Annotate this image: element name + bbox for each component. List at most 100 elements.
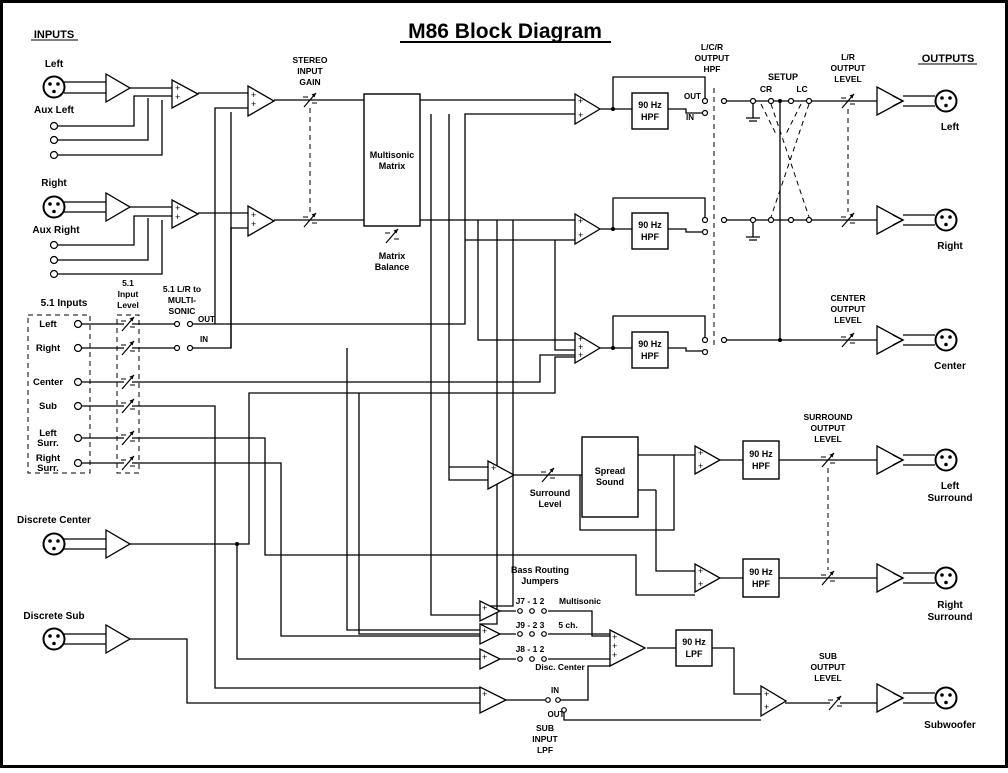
right-hpf-freq: 90 Hz: [638, 220, 662, 230]
lr-to-multisonic-label-3: SONIC: [169, 306, 196, 316]
five-one-right-surr-label-2: Surr.: [37, 463, 59, 474]
center-output-level-label-3: LEVEL: [834, 315, 861, 325]
svg-text:+: +: [698, 579, 703, 589]
five-one-sub-label: Sub: [39, 401, 57, 412]
lcr-output-hpf-label-2: OUTPUT: [695, 53, 731, 63]
svg-text:+: +: [175, 92, 180, 102]
hpf-switch-in-label: IN: [686, 113, 694, 122]
center-hpf-block: [631, 331, 669, 369]
right-surround-label-1: Right: [937, 600, 963, 611]
svg-text:+: +: [482, 626, 487, 636]
five-one-level-box: [116, 314, 140, 474]
stereo-input-gain-label-1: STEREO: [293, 55, 328, 65]
setup-label: SETUP: [768, 72, 798, 82]
diagram-title: M86 Block Diagram: [408, 20, 602, 43]
jumper-pins: [517, 608, 547, 662]
five-one-level-label-2: Input: [118, 289, 139, 299]
discrete-wiring: [64, 356, 575, 704]
j7-label: J7 - 1 2: [516, 596, 545, 606]
svg-text:+: +: [612, 650, 617, 660]
discrete-sub-jack: [42, 627, 66, 651]
lr-to-multisonic-label-1: 5.1 L/R to: [163, 284, 201, 294]
sub-lpf-label: LPF: [686, 649, 704, 659]
sub-switch-out: OUT: [548, 710, 565, 719]
right-aux-mixer-amp: [171, 198, 200, 230]
left-hpf-freq: 90 Hz: [638, 100, 662, 110]
five-one-switch-in: IN: [200, 335, 208, 344]
svg-text:+: +: [251, 90, 256, 100]
svg-text:+: +: [175, 203, 180, 213]
left-input-amp: [105, 72, 132, 104]
multisonic-matrix-block: [363, 93, 421, 227]
j8-label: J8 - 1 2: [516, 644, 545, 654]
sub-output-level-label-3: LEVEL: [814, 673, 841, 683]
svg-text:+: +: [482, 603, 487, 613]
svg-text:+: +: [482, 689, 487, 699]
discrete-sub-amp: [105, 623, 132, 655]
surround-input-amp: [487, 459, 516, 491]
center-output-jack: [934, 328, 958, 352]
spread-sound-block: [581, 436, 639, 518]
left-output-jack: [934, 89, 958, 113]
multisonic-matrix-label-1: Multisonic: [370, 150, 415, 160]
left-surround-label-1: Left: [941, 481, 960, 492]
jumper-wiring: [500, 610, 877, 721]
right-input-label: Right: [41, 178, 67, 189]
setup-lc-label: LC: [796, 84, 807, 94]
output-driver-wiring: [903, 95, 935, 704]
left-input-wiring: [58, 81, 364, 275]
discrete-center-label: Discrete Center: [17, 515, 91, 526]
five-one-switch-out: OUT: [198, 315, 215, 324]
five-one-terminals: [73, 319, 83, 468]
right-output-jack: [934, 208, 958, 232]
five-one-right-surr-label-1: Right: [36, 453, 61, 464]
matrix-balance-label-2: Balance: [375, 262, 410, 272]
discrete-sub-label: Discrete Sub: [23, 611, 84, 622]
j8-function: Disc. Center: [535, 662, 585, 672]
setup-jumper-pins: [749, 97, 813, 224]
lr-output-level-label-2: OUTPUT: [831, 63, 867, 73]
svg-text:+: +: [764, 702, 769, 712]
setup-wiring: [727, 100, 877, 341]
spread-sound-label-2: Sound: [596, 477, 624, 487]
aux-left-terminals: [49, 121, 59, 160]
five-one-left-surr-label-1: Left: [39, 428, 57, 439]
j7-function: Multisonic: [559, 596, 601, 606]
left-input-label: Left: [45, 59, 64, 70]
lcr-output-hpf-label-3: HPF: [704, 64, 721, 74]
j9-buffer-amp: [479, 622, 502, 646]
sub-output-level-pot: [827, 695, 843, 711]
center-output-level-label-2: OUTPUT: [831, 304, 867, 314]
output-drivers: [876, 85, 905, 714]
j9-label: J9 - 2 3: [516, 620, 545, 630]
sub-input-lpf-label-1: SUB: [536, 723, 554, 733]
right-surround-amp: [694, 562, 722, 594]
left-select-amp: [247, 84, 276, 118]
spread-sound-label-1: Spread: [595, 466, 626, 476]
five-one-left-label: Left: [39, 319, 57, 330]
right-sum-amp: [574, 212, 602, 246]
svg-text:+: +: [251, 210, 256, 220]
stereo-input-gain-label-2: INPUT: [297, 66, 323, 76]
j7-buffer-amp: [479, 599, 502, 623]
center-output-level-label-1: CENTER: [831, 293, 866, 303]
svg-text:+: +: [578, 96, 583, 106]
svg-text:+: +: [578, 342, 583, 352]
sub-output-amp: [760, 684, 788, 718]
subwoofer-output-jack: [934, 686, 958, 710]
matrix-balance-pot: [384, 228, 400, 244]
right-surround-label-2: Surround: [928, 612, 973, 623]
sub-output-level-label-2: OUTPUT: [811, 662, 847, 672]
lr-output-level-label-1: L/R: [841, 52, 855, 62]
aux-left-label: Aux Left: [34, 105, 75, 116]
svg-text:+: +: [578, 216, 583, 226]
sub-input-lpf-label-3: LPF: [537, 745, 553, 755]
left-surround-hpf-freq: 90 Hz: [749, 449, 773, 459]
svg-text:+: +: [698, 566, 703, 576]
right-surround-output-jack: [934, 566, 958, 590]
five-one-wiring: [82, 112, 695, 689]
surround-output-level-label-3: LEVEL: [814, 434, 841, 444]
sub-switch-in: IN: [551, 686, 559, 695]
right-hpf-label: HPF: [641, 232, 660, 242]
aux-right-label: Aux Right: [32, 225, 80, 236]
